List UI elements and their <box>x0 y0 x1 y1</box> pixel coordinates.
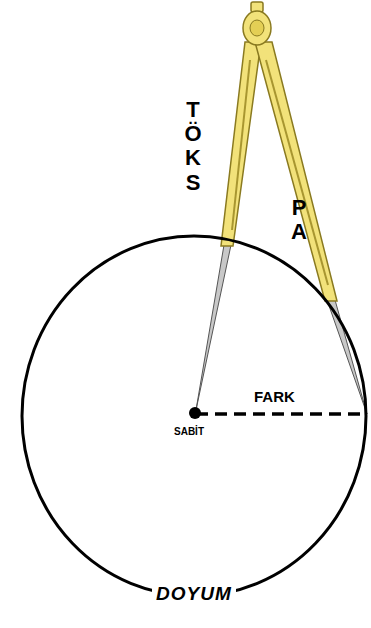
hinge-detail <box>250 20 264 36</box>
center-point <box>189 407 201 419</box>
center-label: SABİT <box>172 426 206 437</box>
leg-detail <box>232 60 250 230</box>
radius-label: FARK <box>252 388 297 405</box>
compass-leg <box>221 42 261 246</box>
compass-needle <box>196 245 231 410</box>
circle-outline <box>20 234 368 598</box>
compass-needle <box>327 300 367 414</box>
compass-leg <box>255 42 337 301</box>
leg-label: TÖKS <box>182 98 204 195</box>
circle-label: DOYUM <box>152 583 236 605</box>
radius-line <box>196 412 366 416</box>
compass-hinge <box>243 11 271 45</box>
leg-detail <box>266 60 328 285</box>
circle-region: DOYUM <box>20 234 368 598</box>
leg-label: PA <box>288 196 310 244</box>
